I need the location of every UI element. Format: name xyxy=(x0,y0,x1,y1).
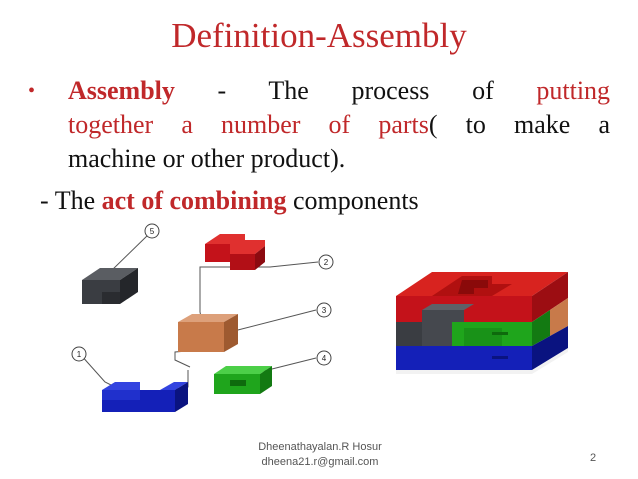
bullet-line-3: machine or other product). xyxy=(68,144,346,173)
callout-4: 4 xyxy=(316,350,332,366)
sub-suffix: components xyxy=(293,186,419,215)
dark-piece xyxy=(82,268,138,304)
blue-piece xyxy=(102,382,188,412)
word: process xyxy=(351,76,430,105)
dash: - xyxy=(217,76,227,105)
svg-text:2: 2 xyxy=(324,258,329,267)
footer-author: Dheenathayalan.R Hosur xyxy=(258,441,382,453)
svg-text:4: 4 xyxy=(322,354,327,363)
svg-text:3: 3 xyxy=(322,306,327,315)
word-number: number xyxy=(220,110,301,139)
exploded-diagram: 5 2 3 4 1 xyxy=(71,223,334,412)
orange-piece xyxy=(178,314,238,352)
word-a: a xyxy=(181,110,193,139)
bullet-line-2: together a number of parts( to make a xyxy=(68,108,610,142)
assembled-cube xyxy=(396,272,568,374)
word-together: together xyxy=(68,110,154,139)
word: of xyxy=(472,76,494,105)
footer-credit: Dheenathayalan.R Hosur dheena21.r@gmail.… xyxy=(240,440,400,470)
paren: ( xyxy=(428,110,438,139)
sub-definition: - The act of combining components xyxy=(40,184,419,218)
term-assembly: Assembly xyxy=(68,76,175,105)
callout-1: 1 xyxy=(71,346,87,362)
bullet-definition: • Assembly - The process of putting toge… xyxy=(28,74,610,176)
page-number: 2 xyxy=(590,452,597,464)
word: make xyxy=(514,110,571,139)
svg-text:1: 1 xyxy=(77,350,82,359)
slide-title: Definition-Assembly xyxy=(171,16,467,55)
footer-email: dheena21.r@gmail.com xyxy=(261,456,379,468)
link-line-a xyxy=(174,349,201,368)
word: to xyxy=(465,110,486,139)
sub-highlight: act of combining xyxy=(101,186,287,215)
callout-2: 2 xyxy=(318,254,334,270)
bullet-line-1: Assembly - The process of putting xyxy=(68,74,610,108)
callout-5: 5 xyxy=(144,223,160,239)
svg-text:5: 5 xyxy=(150,227,155,236)
leader-line-3 xyxy=(229,309,317,333)
sub-prefix: - The xyxy=(40,186,96,215)
word-of: of xyxy=(328,110,351,139)
bullet-marker: • xyxy=(28,80,36,102)
bullet-text: Assembly - The process of putting togeth… xyxy=(68,74,610,176)
leader-line-5 xyxy=(109,232,151,273)
word: a xyxy=(598,110,611,139)
callout-3: 3 xyxy=(316,302,332,318)
word-parts: parts xyxy=(378,110,429,139)
red-piece xyxy=(205,234,265,270)
word: The xyxy=(268,76,309,105)
word-putting: putting xyxy=(536,76,611,105)
leader-line-2 xyxy=(199,261,319,323)
green-piece xyxy=(214,366,272,394)
